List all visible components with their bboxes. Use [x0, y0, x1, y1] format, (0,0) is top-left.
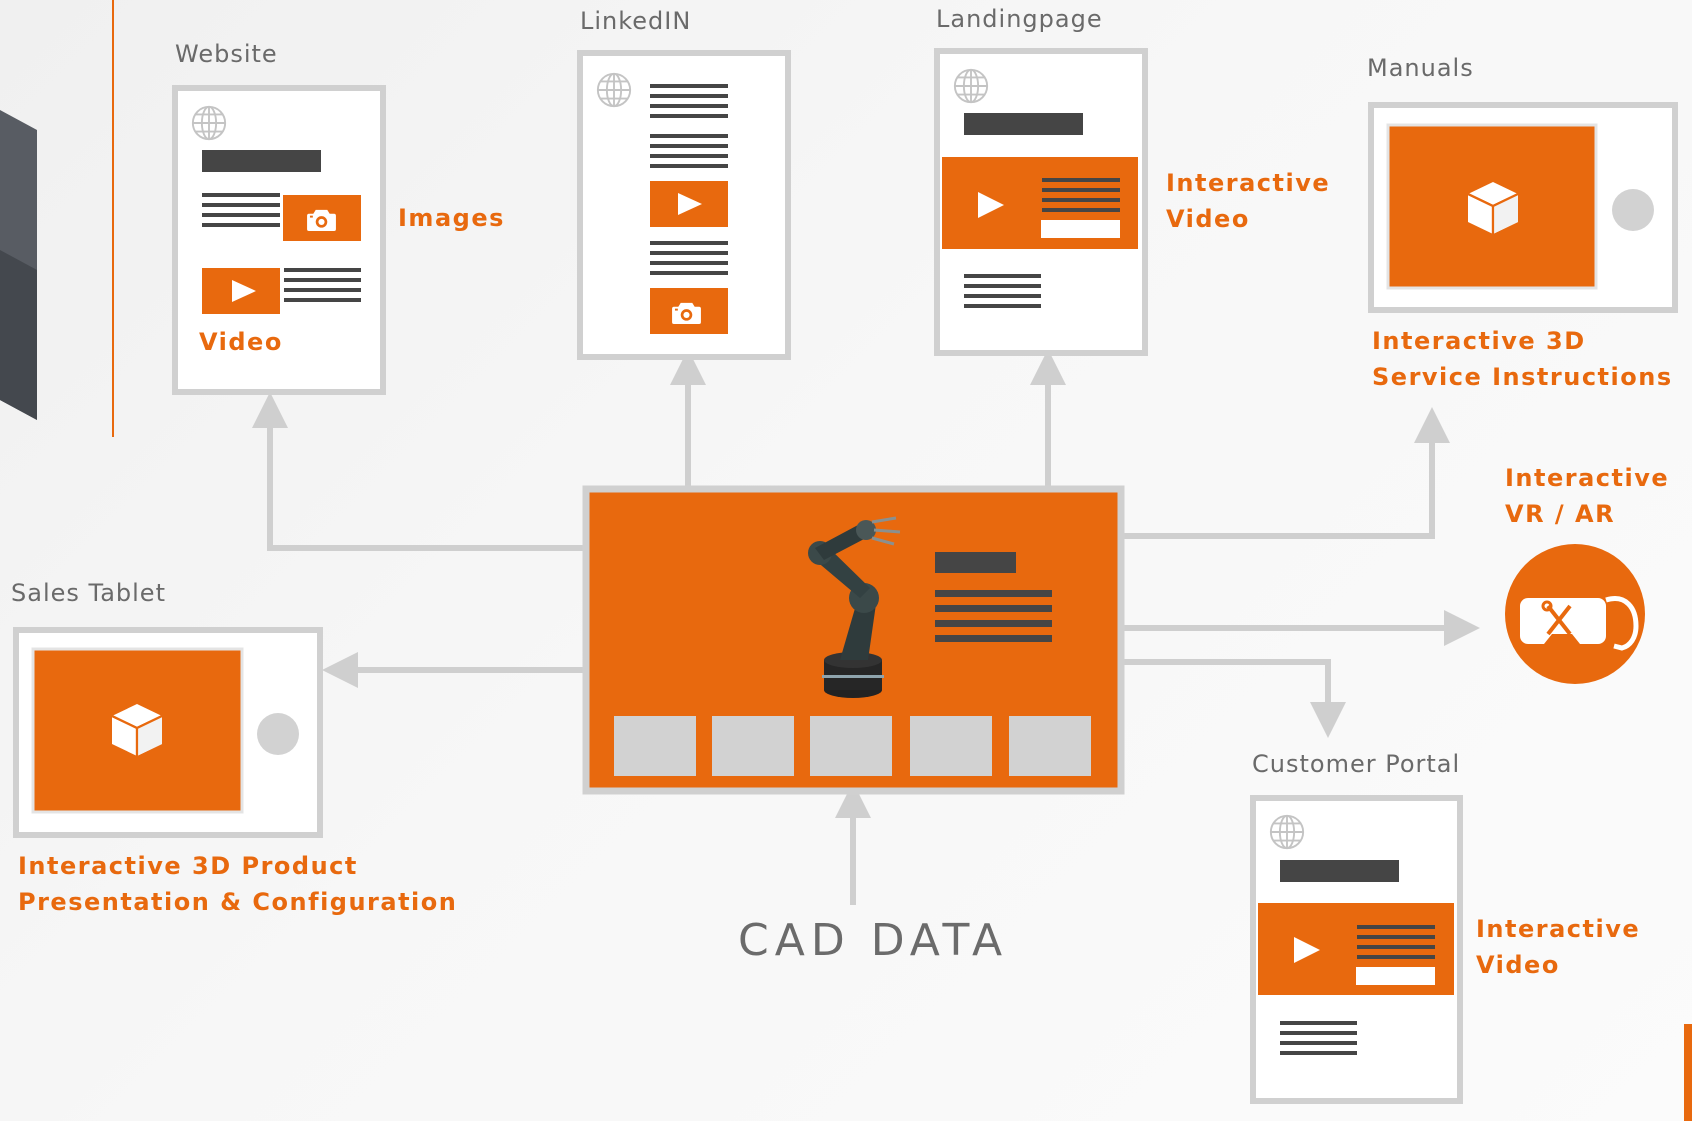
customer-portal-node	[1250, 795, 1463, 1104]
manuals-label: Interactive 3D Service Instructions	[1372, 323, 1673, 395]
landingpage-banner-lines	[1042, 178, 1120, 212]
landingpage-title: Landingpage	[936, 5, 1103, 33]
sales-tablet-label: Interactive 3D Product Presentation & Co…	[18, 848, 457, 920]
tablet-home-button	[257, 713, 299, 755]
portal-text-lines	[1280, 1021, 1357, 1055]
portal-cta-box	[1356, 967, 1435, 985]
play-icon	[978, 192, 1004, 218]
landingpage-cta-box	[1041, 220, 1120, 238]
vr-ar-node	[1505, 544, 1645, 684]
sales-tablet-label-line1: Interactive 3D Product	[18, 852, 358, 880]
manuals-label-line1: Interactive 3D	[1372, 327, 1586, 355]
website-title: Website	[175, 40, 278, 68]
globe-icon	[953, 68, 989, 104]
landingpage-title-bar	[964, 113, 1083, 135]
website-node	[172, 85, 386, 395]
landingpage-text-lines	[964, 274, 1041, 308]
linkedin-node	[577, 50, 791, 360]
manuals-node	[1368, 102, 1678, 313]
globe-icon	[1269, 814, 1305, 850]
play-icon	[232, 280, 256, 302]
globe-icon	[191, 105, 227, 141]
left-decor-shade	[0, 250, 37, 420]
landingpage-label-line1: Interactive	[1166, 169, 1331, 197]
linkedin-text-lines	[650, 84, 728, 275]
play-icon	[1294, 937, 1320, 963]
vr-ar-label-line2: VR / AR	[1505, 500, 1616, 528]
play-icon	[678, 193, 702, 215]
manuals-title: Manuals	[1367, 54, 1474, 82]
vr-headset-icon	[1520, 596, 1639, 651]
website-text-lines-2	[284, 268, 361, 302]
landingpage-node	[934, 48, 1148, 356]
website-text-lines	[202, 193, 280, 227]
website-title-bar	[202, 150, 321, 172]
landingpage-label: Interactive Video	[1166, 165, 1330, 237]
customer-portal-label: Interactive Video	[1476, 911, 1640, 983]
robot-arm-image	[808, 516, 901, 698]
vr-ar-label: Interactive VR / AR	[1505, 460, 1669, 532]
website-images-label: Images	[398, 204, 505, 232]
hub-thumbnails	[614, 716, 1091, 776]
customer-portal-title: Customer Portal	[1252, 750, 1461, 778]
hub-title-bar	[935, 552, 1016, 573]
globe-icon	[596, 72, 632, 108]
connectors	[252, 349, 1480, 905]
sales-tablet-title: Sales Tablet	[11, 579, 166, 607]
portal-title-bar	[1280, 860, 1399, 882]
sales-tablet-node	[13, 627, 323, 838]
right-decor-edge	[1684, 1024, 1692, 1121]
tablet-home-button	[1612, 189, 1654, 231]
cad-data-caption: CAD DATA	[738, 915, 1009, 966]
website-video-label: Video	[199, 328, 283, 356]
customer-portal-label-line1: Interactive	[1476, 915, 1641, 943]
manuals-label-line2: Service Instructions	[1372, 363, 1673, 391]
portal-banner-lines	[1357, 925, 1435, 959]
customer-portal-label-line2: Video	[1476, 951, 1560, 979]
sales-tablet-label-line2: Presentation & Configuration	[18, 888, 458, 916]
linkedin-title: LinkedIN	[580, 7, 692, 35]
cad-hub-node	[582, 485, 1125, 795]
landingpage-label-line2: Video	[1166, 205, 1250, 233]
vr-ar-label-line1: Interactive	[1505, 464, 1670, 492]
hub-text-lines	[935, 590, 1052, 642]
